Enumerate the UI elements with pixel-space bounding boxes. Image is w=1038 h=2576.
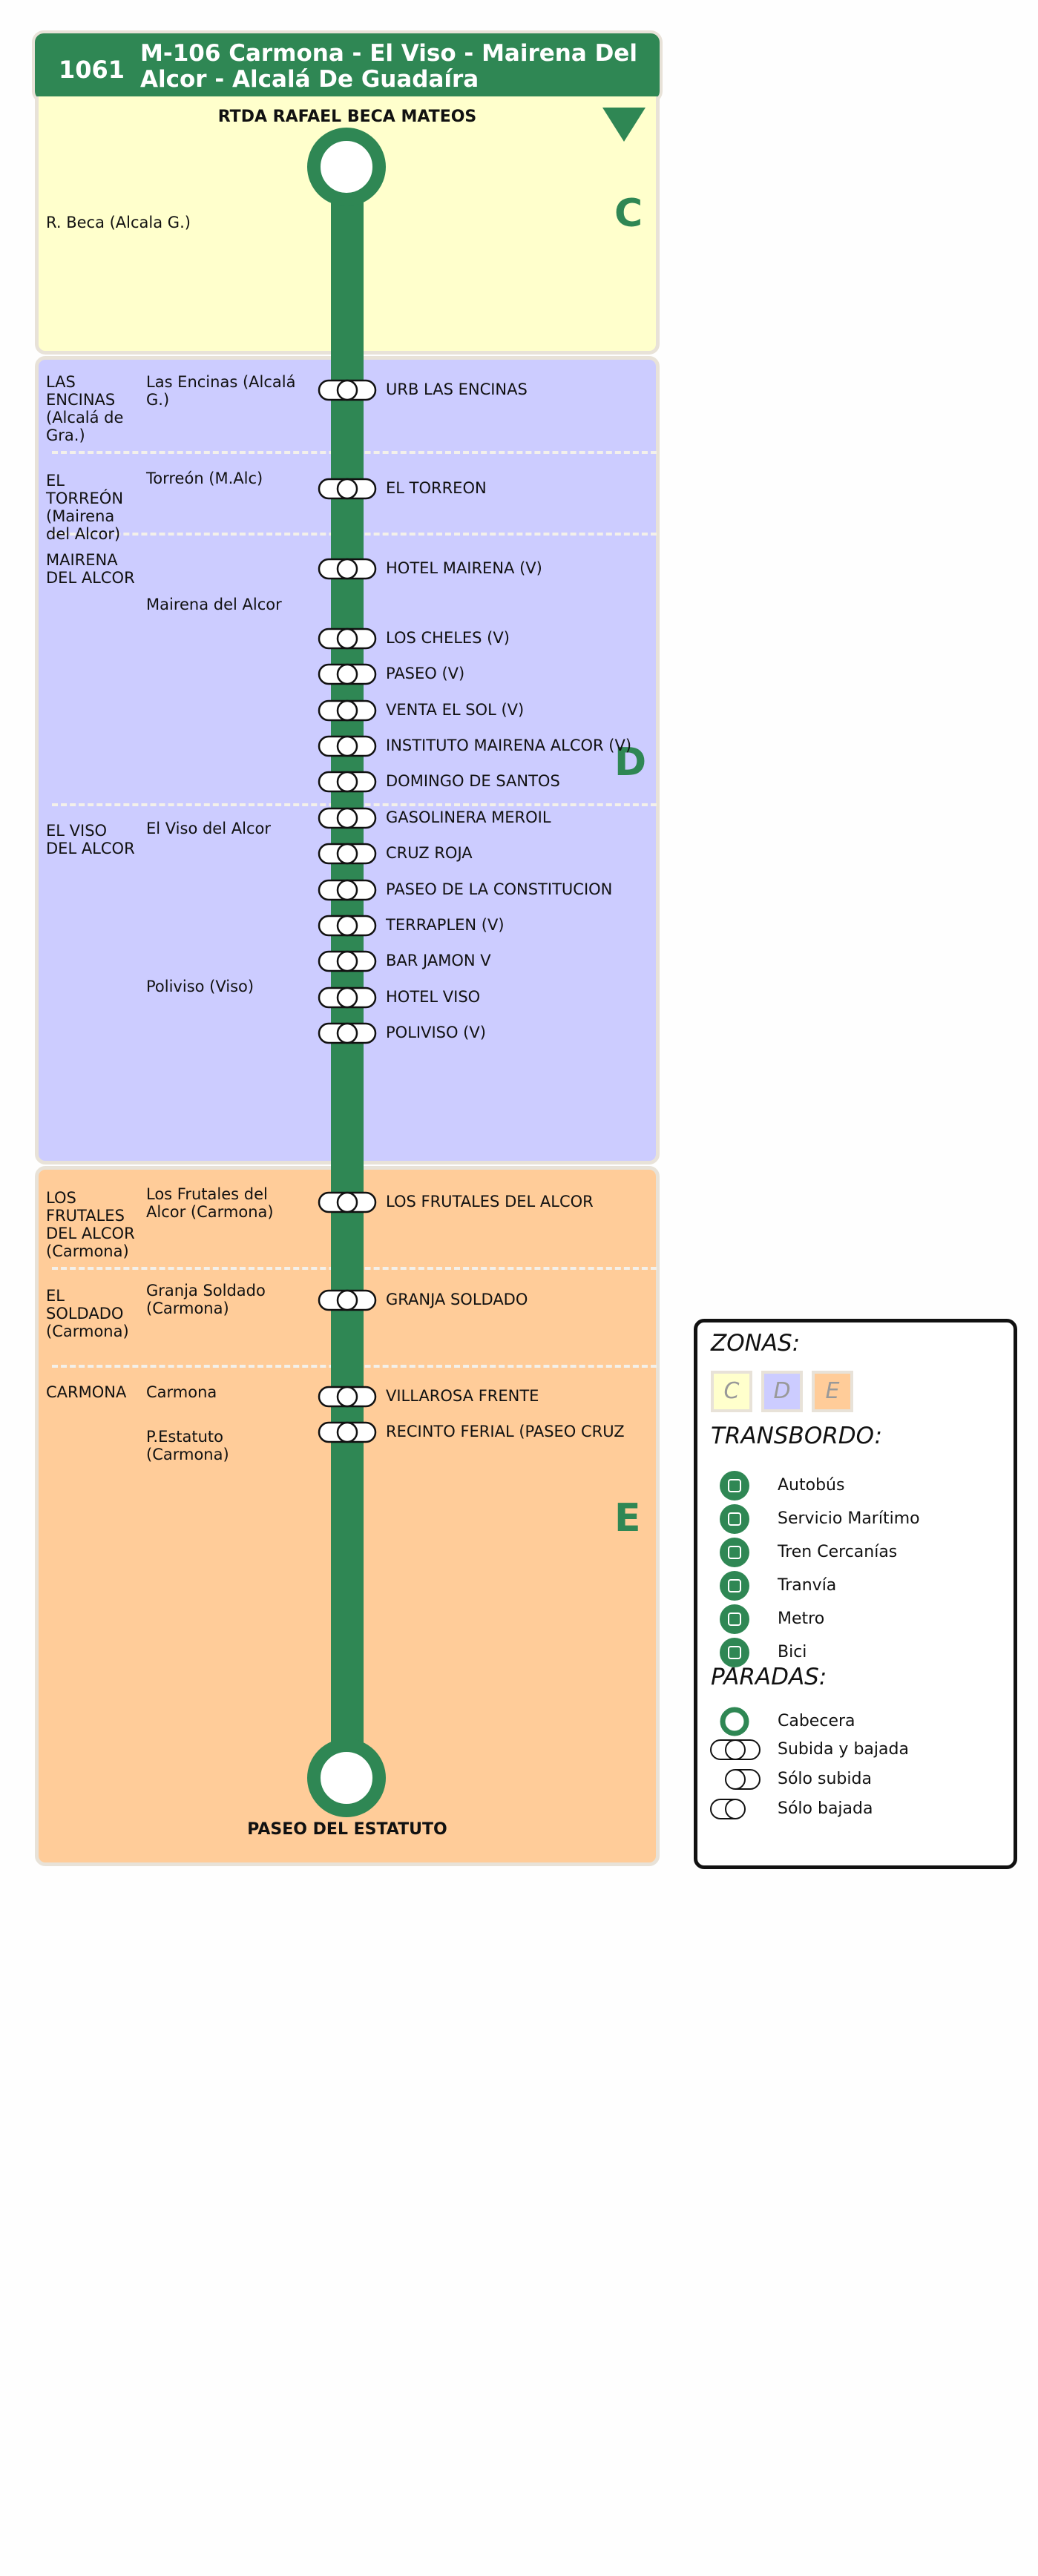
- zone-e-letter: E: [614, 1496, 641, 1541]
- bus-icon: [720, 1471, 749, 1501]
- train-icon: [720, 1538, 749, 1567]
- bike-icon: [720, 1638, 749, 1667]
- stop-marker[interactable]: [318, 734, 377, 758]
- legend-alight-only-icon: [710, 1799, 746, 1819]
- legend-transfer-label: Metro: [778, 1610, 825, 1628]
- legend-board-only-icon: [725, 1769, 761, 1790]
- boat-icon: [720, 1504, 749, 1534]
- municipality-label: EL TORREÓN (Mairena del Alcor): [46, 472, 124, 543]
- legend-transfer-label: Tren Cercanías: [778, 1543, 898, 1561]
- tram-icon: [720, 1571, 749, 1601]
- route-header: 1061 M-106 Carmona - El Viso - Mairena D…: [35, 33, 660, 100]
- metro-icon: [720, 1604, 749, 1634]
- stop-name: BAR JAMON V: [386, 952, 491, 969]
- route-title-line-2: Alcor - Alcalá De Guadaíra: [140, 66, 479, 93]
- legend-zone-d: D: [761, 1371, 803, 1412]
- zone-d-letter: D: [614, 740, 647, 785]
- zone-c-letter: C: [614, 191, 643, 236]
- route-title-line-1: M-106 Carmona - El Viso - Mairena Del: [140, 40, 637, 67]
- direction-arrow-icon: [602, 108, 646, 142]
- legend-zone-e: E: [812, 1371, 853, 1412]
- stop-name: HOTEL MAIRENA (V): [386, 559, 542, 577]
- stop-name: RECINTO FERIAL (PASEO CRUZ: [386, 1423, 625, 1440]
- municipality-label: EL SOLDADO (Carmona): [46, 1287, 129, 1340]
- stop-name: HOTEL VISO: [386, 988, 481, 1006]
- locality-label: Carmona: [146, 1383, 217, 1401]
- municipality-label: EL VISO DEL ALCOR: [46, 822, 135, 857]
- legend-stop-type: Sólo subida: [778, 1770, 872, 1788]
- legend-terminal-icon: [720, 1707, 749, 1736]
- legend-transfer-label: Bici: [778, 1643, 807, 1661]
- legend-stop-type: Subida y bajada: [778, 1740, 909, 1759]
- terminal-end-label: PASEO DEL ESTATUTO: [247, 1820, 447, 1839]
- locality-label: Mairena del Alcor: [146, 596, 282, 613]
- legend-stop-type: Cabecera: [778, 1712, 855, 1730]
- stop-name: VENTA EL SOL (V): [386, 701, 525, 719]
- municipality-label: MAIRENA DEL ALCOR: [46, 551, 135, 587]
- municipality-label: LOS FRUTALES DEL ALCOR (Carmona): [46, 1189, 135, 1260]
- stop-marker[interactable]: [318, 557, 377, 581]
- stop-marker[interactable]: [318, 1021, 377, 1045]
- locality-label: R. Beca (Alcala G.): [46, 214, 191, 231]
- route-title: M-106 Carmona - El Viso - Mairena Del Al…: [140, 41, 660, 93]
- stop-marker[interactable]: [318, 662, 377, 686]
- stop-marker[interactable]: [318, 1420, 377, 1444]
- legend-zones-heading: ZONAS:: [711, 1330, 801, 1357]
- municipality-label: LAS ENCINAS (Alcalá de Gra.): [46, 373, 124, 444]
- stop-name: PASEO (V): [386, 665, 465, 682]
- stop-marker[interactable]: [318, 986, 377, 1009]
- legend-board-alight-icon: [710, 1739, 761, 1760]
- stop-name: GASOLINERA MEROIL: [386, 808, 551, 826]
- stop-name: PASEO DE LA CONSTITUCION: [386, 880, 613, 898]
- stop-name: INSTITUTO MAIRENA ALCOR (V): [386, 737, 632, 754]
- stop-name: LOS FRUTALES DEL ALCOR: [386, 1193, 594, 1210]
- stop-marker[interactable]: [318, 770, 377, 794]
- locality-label: Los Frutales del Alcor (Carmona): [146, 1185, 274, 1221]
- locality-label: P.Estatuto (Carmona): [146, 1428, 229, 1463]
- route-number: 1061: [59, 56, 125, 84]
- stop-marker[interactable]: [318, 378, 377, 402]
- legend-stop-type: Sólo bajada: [778, 1799, 873, 1818]
- terminal-start-label: RTDA RAFAEL BECA MATEOS: [217, 108, 477, 126]
- stop-name: CRUZ ROJA: [386, 844, 473, 862]
- stop-marker[interactable]: [318, 627, 377, 650]
- locality-label: El Viso del Alcor: [146, 820, 271, 837]
- locality-label: Granja Soldado (Carmona): [146, 1282, 266, 1317]
- stop-name: URB LAS ENCINAS: [386, 381, 528, 398]
- legend-transfer-label: Servicio Marítimo: [778, 1509, 920, 1528]
- stop-name: VILLAROSA FRENTE: [386, 1387, 539, 1405]
- stop-marker[interactable]: [318, 1385, 377, 1409]
- stop-marker[interactable]: [318, 1288, 377, 1312]
- stop-marker[interactable]: [318, 699, 377, 722]
- stop-marker[interactable]: [318, 1190, 377, 1214]
- locality-label: Las Encinas (Alcalá G.): [146, 373, 296, 409]
- locality-label: Torreón (M.Alc): [146, 470, 263, 487]
- municipality-label: CARMONA: [46, 1383, 127, 1401]
- stop-marker[interactable]: [318, 477, 377, 501]
- locality-label: Poliviso (Viso): [146, 978, 254, 995]
- stop-name: GRANJA SOLDADO: [386, 1291, 528, 1308]
- terminal-start-marker[interactable]: [307, 128, 386, 206]
- legend-transfer-label: Autobús: [778, 1476, 845, 1495]
- stop-name: EL TORREON: [386, 479, 487, 497]
- stop-name: LOS CHELES (V): [386, 629, 510, 647]
- legend-transfer-heading: TRANSBORDO:: [711, 1423, 883, 1449]
- stop-marker[interactable]: [318, 878, 377, 902]
- legend-zone-c: C: [711, 1371, 752, 1412]
- stop-name: DOMINGO DE SANTOS: [386, 772, 560, 790]
- legend-stops-heading: PARADAS:: [711, 1664, 827, 1690]
- stop-marker[interactable]: [318, 949, 377, 973]
- stop-marker[interactable]: [318, 914, 377, 938]
- legend-transfer-label: Tranvía: [778, 1576, 837, 1595]
- terminal-end-marker[interactable]: [307, 1739, 386, 1817]
- stop-name: TERRAPLEN (V): [386, 916, 505, 934]
- stop-marker[interactable]: [318, 806, 377, 830]
- stop-name: POLIVISO (V): [386, 1024, 486, 1041]
- stop-marker[interactable]: [318, 842, 377, 866]
